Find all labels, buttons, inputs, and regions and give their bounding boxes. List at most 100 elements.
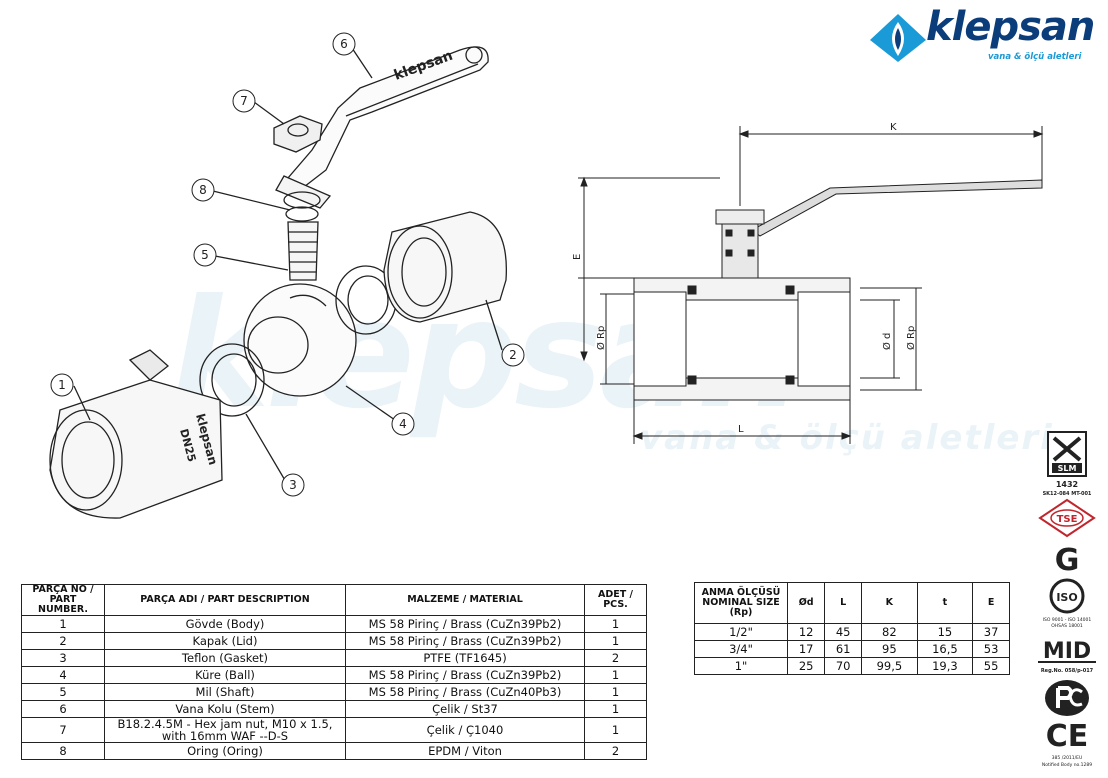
parts-header-material: MALZEME / MATERIAL <box>345 584 585 616</box>
ce-mark: CE 385 /2011/EU Notified Body no.1289 <box>1042 719 1092 768</box>
dims-table-row-cell: 99,5 <box>861 657 918 675</box>
parts-table-row-cell: Teflon (Gasket) <box>104 649 346 667</box>
dims-header-d: Ød <box>786 582 826 624</box>
parts-table-row-cell: 2 <box>584 742 647 760</box>
mid-reg: Reg.No. 058/p-017 <box>1041 668 1094 674</box>
slm-number: 1432 <box>1056 480 1078 489</box>
callout-text-3: 3 <box>289 478 297 492</box>
parts-table-row-cell: 8 <box>21 742 105 760</box>
callout-7: 7 <box>232 89 256 113</box>
ce-label: CE <box>1046 719 1089 754</box>
dims-table-row-cell: 16,5 <box>916 640 974 658</box>
parts-header-no: PARÇA NO / PART NUMBER. <box>21 584 105 616</box>
dims-table-row-cell: 82 <box>861 623 918 641</box>
parts-table-row-cell: MS 58 Pirinç / Brass (CuZn39Pb2) <box>345 615 585 633</box>
dims-table-row-cell: 45 <box>824 623 863 641</box>
parts-table-row-cell: 7 <box>21 717 105 743</box>
callout-text-5: 5 <box>201 248 209 262</box>
parts-table-row-cell: 6 <box>21 700 105 718</box>
certification-marks: SLM 1432 SK12-084 MT-001 TSE G ISO ISO 9… <box>1038 431 1096 768</box>
dims-table-row-cell: 25 <box>786 657 826 675</box>
dims-table-row-cell: 17 <box>786 640 826 658</box>
dim-rp-left-label: Ø Rp <box>595 326 607 350</box>
g-mark: G <box>1055 543 1080 578</box>
dims-header-e: E <box>972 582 1010 624</box>
brand-logo[interactable]: klepsan vana & ölçü aletleri <box>868 4 1100 74</box>
dims-header-size: ANMA ÖLÇÜSÜ NOMINAL SIZE (Rp) <box>694 582 788 624</box>
parts-table-row-cell: 1 <box>584 666 647 684</box>
parts-table-row-cell: 1 <box>584 632 647 650</box>
parts-table-row-cell: 5 <box>21 683 105 701</box>
parts-table-row-cell: Küre (Ball) <box>104 666 346 684</box>
parts-table-row-cell: 3 <box>21 649 105 667</box>
callout-1: 1 <box>50 373 74 397</box>
callout-2: 2 <box>501 343 525 367</box>
callout-text-6: 6 <box>340 37 348 51</box>
dim-l-label: L <box>738 424 744 435</box>
iso-text2: OHSAS 18001 <box>1051 623 1083 629</box>
parts-table-row-cell: Gövde (Body) <box>104 615 346 633</box>
dim-k-label: K <box>890 122 897 133</box>
dims-table-row-cell: 1/2" <box>694 623 788 641</box>
parts-table-row-cell: Vana Kolu (Stem) <box>104 700 346 718</box>
water-drop-icon <box>870 14 926 62</box>
parts-table-row-cell: 2 <box>21 632 105 650</box>
dims-table-row-cell: 70 <box>824 657 863 675</box>
parts-table-row-cell: Kapak (Lid) <box>104 632 346 650</box>
mid-label: MID <box>1043 639 1091 664</box>
exploded-view-drawing: 6 7 8 5 2 4 3 1 klepsan klepsan DN25 <box>49 32 525 519</box>
dim-e-label: E <box>572 254 583 260</box>
parts-table-row-cell: Mil (Shaft) <box>104 683 346 701</box>
iso-label: ISO <box>1056 591 1077 604</box>
tse-mark: TSE <box>1038 498 1096 538</box>
dims-header-l: L <box>824 582 863 624</box>
parts-table-row-cell: Oring (Oring) <box>104 742 346 760</box>
dims-header-k: K <box>861 582 918 624</box>
slm-mark: SLM 1432 SK12-084 MT-001 <box>1043 431 1092 497</box>
ball-part <box>243 283 357 397</box>
callout-8: 8 <box>191 178 215 202</box>
brand-tagline: vana & ölçü aletleri <box>988 52 1082 62</box>
brand-name: klepsan <box>926 4 1095 50</box>
callout-6: 6 <box>332 32 356 56</box>
oring-part <box>283 191 321 209</box>
dims-table-row-cell: 95 <box>861 640 918 658</box>
hex-nut-part <box>273 115 323 153</box>
parts-table-row-cell: Çelik / St37 <box>345 700 585 718</box>
parts-table-header-row: PARÇA NO / PART NUMBER. PARÇA ADI / PART… <box>21 584 647 616</box>
parts-table-row-cell: 1 <box>584 615 647 633</box>
ce-text2: Notified Body no.1289 <box>1042 762 1092 768</box>
callout-4: 4 <box>391 412 415 436</box>
dims-table-header-row: ANMA ÖLÇÜSÜ NOMINAL SIZE (Rp) Ød L K t E <box>694 582 1010 624</box>
parts-table-row-cell: 1 <box>584 717 647 743</box>
parts-table-row-cell: 4 <box>21 666 105 684</box>
handle-part <box>287 46 489 191</box>
parts-table-row-cell: 1 <box>584 700 647 718</box>
dims-table-row-cell: 61 <box>824 640 863 658</box>
iso-mark: ISO ISO 9001 - ISO 14001 OHSAS 18001 <box>1043 578 1092 629</box>
dims-header-t: t <box>916 582 974 624</box>
parts-table-row-cell: B18.2.4.5M - Hex jam nut, M10 x 1.5, wit… <box>104 717 346 743</box>
parts-table-row-cell: 1 <box>584 683 647 701</box>
callout-text-4: 4 <box>399 417 407 431</box>
dims-table-row-cell: 1" <box>694 657 788 675</box>
callout-3: 3 <box>281 473 305 497</box>
parts-table-row-cell: PTFE (TF1645) <box>345 649 585 667</box>
pct-mark <box>1045 680 1089 716</box>
dims-table-row-cell: 15 <box>916 623 974 641</box>
dims-table-row-cell: 12 <box>786 623 826 641</box>
section-view-drawing: K E Ø Rp Ø d Ø Rp L <box>572 122 1044 444</box>
slm-label: SLM <box>1058 464 1077 473</box>
dim-rp-right-label: Ø Rp <box>905 326 917 350</box>
shaft-part <box>287 221 319 281</box>
parts-table-row-cell: 1 <box>21 615 105 633</box>
iso-text1: ISO 9001 - ISO 14001 <box>1043 617 1092 623</box>
dims-table-row-cell: 55 <box>972 657 1010 675</box>
